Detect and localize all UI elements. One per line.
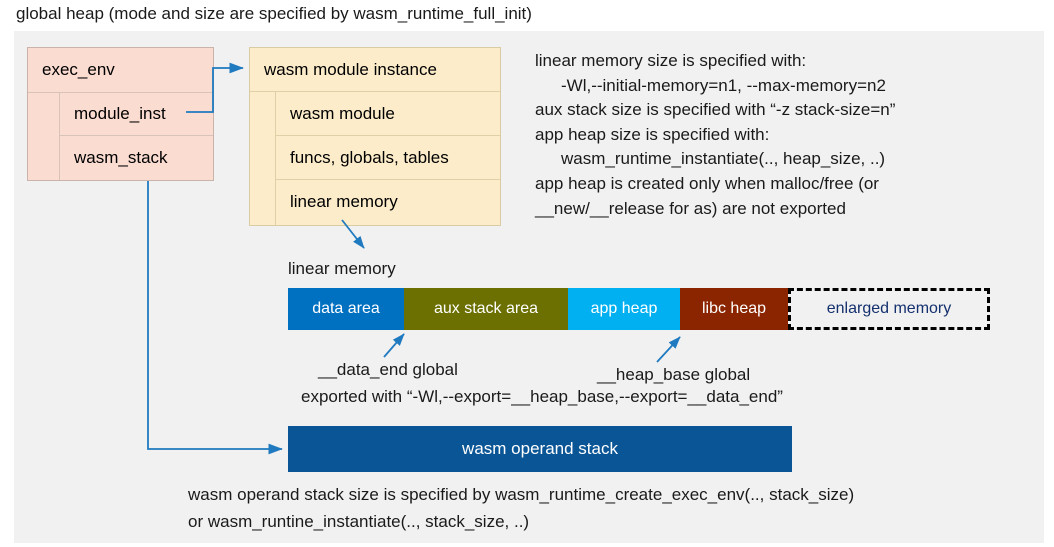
note-line-3: app heap size is specified with: <box>535 124 770 144</box>
annotation-data-end: __data_end global <box>318 360 458 379</box>
memory-segment-enlarged-memory: enlarged memory <box>788 288 990 330</box>
module-instance-fields: wasm module funcs, globals, tables linea… <box>276 92 500 225</box>
wasm-module-instance-box: wasm module instance wasm module funcs, … <box>249 47 501 226</box>
exec-env-body: module_inst wasm_stack <box>28 93 213 180</box>
exec-env-header: exec_env <box>28 48 213 93</box>
module-instance-header: wasm module instance <box>250 48 500 92</box>
module-instance-body: wasm module funcs, globals, tables linea… <box>250 92 500 225</box>
module-instance-gutter <box>250 92 276 225</box>
note-line-0: linear memory size is specified with: <box>535 51 807 70</box>
operand-stack-note-line-0: wasm operand stack size is specified by … <box>188 485 855 504</box>
annotation-exported-with: exported with “-Wl,--export=__heap_base,… <box>301 387 783 406</box>
note-line-6: __new/__release for as) are not exported <box>535 198 846 218</box>
operand-stack-notes: wasm operand stack size is specified by … <box>188 481 854 535</box>
note-line-2: aux stack size is specified with “-z sta… <box>535 100 896 120</box>
memory-segment-libc-heap: libc heap <box>680 288 788 330</box>
linear-memory-label: linear memory <box>288 259 396 278</box>
annotation-heap-base: __heap_base global <box>597 365 751 384</box>
note-line-1: -Wl,--initial-memory=n1, --max-memory=n2 <box>561 75 886 95</box>
module-instance-field-wasm-module: wasm module <box>276 92 500 136</box>
memory-segment-aux-stack-area: aux stack area <box>404 288 568 330</box>
exec-env-field-wasm-stack: wasm_stack <box>74 147 168 167</box>
memory-segment-app-heap: app heap <box>568 288 680 330</box>
page-title: global heap (mode and size are specified… <box>16 4 532 23</box>
memory-segment-data-area: data area <box>288 288 404 330</box>
operand-stack-note-line-1: or wasm_runtine_instantiate(.., stack_si… <box>188 512 530 531</box>
wasm-operand-stack-box: wasm operand stack <box>288 426 792 472</box>
linear-memory-notes: linear memory size is specified with: -Wl… <box>535 49 1035 221</box>
exec-env-box: exec_env module_inst wasm_stack <box>27 47 214 181</box>
exec-env-field-module-inst: module_inst <box>60 93 213 136</box>
exec-env-gutter <box>28 93 60 180</box>
note-line-4: wasm_runtime_instantiate(.., heap_size, … <box>561 149 886 169</box>
module-instance-field-linear-memory: linear memory <box>290 192 398 211</box>
module-instance-field-funcs-globals-tables: funcs, globals, tables <box>276 136 500 180</box>
note-line-5: app heap is created only when malloc/fre… <box>535 173 879 193</box>
exec-env-fields: module_inst wasm_stack <box>60 93 213 180</box>
